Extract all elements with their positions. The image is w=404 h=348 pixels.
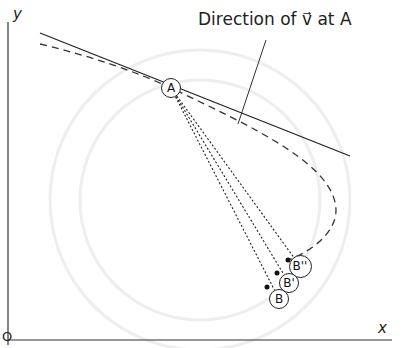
y-axis: [7, 22, 8, 345]
point-circle: B: [269, 289, 289, 309]
point-label: A: [167, 82, 175, 94]
axis-label: y: [13, 6, 22, 23]
axis-label: O: [2, 330, 12, 344]
point-label: B: [275, 293, 283, 305]
chord-line: [176, 97, 275, 290]
trajectory: [40, 44, 336, 260]
point-circle: A: [161, 78, 181, 98]
axis-label: x: [378, 320, 387, 337]
watermark: [50, 50, 350, 348]
chord-line: [176, 97, 284, 275]
x-axis: [8, 339, 392, 340]
tangent-line: [40, 33, 350, 156]
chord-line: [177, 96, 293, 257]
leader-line: [238, 40, 266, 124]
point-label: B': [283, 277, 295, 289]
direction-label: Direction of v⃗ at A: [198, 10, 352, 29]
point-label: B'': [293, 260, 308, 272]
